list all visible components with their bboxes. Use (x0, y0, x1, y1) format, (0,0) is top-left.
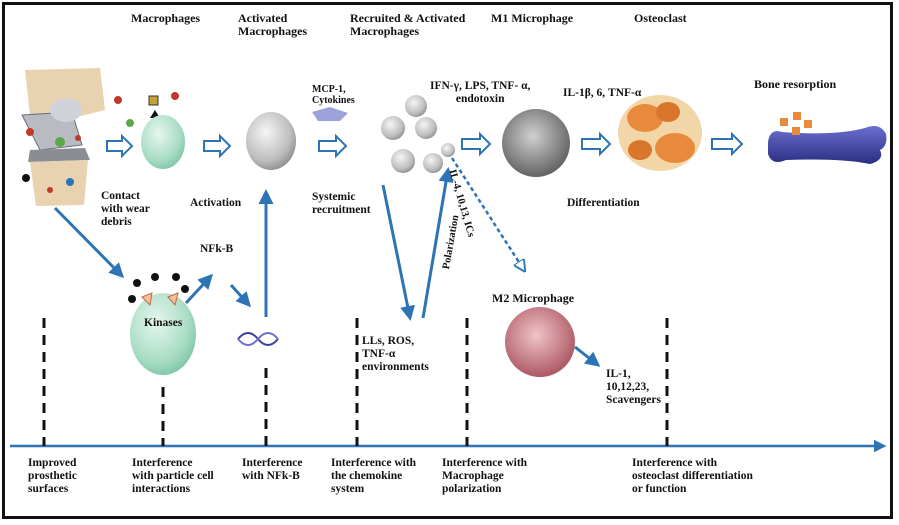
osteoclast-label: Osteoclast (634, 11, 687, 25)
intervention-label-2: Interference with particle cell interact… (132, 457, 214, 495)
diagram-frame (2, 2, 893, 519)
contact-wear-debris-label: Contact with wear debris (101, 190, 150, 228)
process-flow-arrows (106, 131, 744, 159)
systemic-recruitment-label: Systemic recruitment (312, 191, 371, 216)
m2-macrophage-cell (505, 307, 575, 377)
m2-macrophage-label: M2 Microphage (492, 291, 575, 305)
m2-polarization-arrow (450, 157, 524, 270)
differentiation-label: Differentiation (567, 197, 640, 209)
recruited-macrophages-label: Recruited & Activated Macrophages (350, 11, 466, 38)
pathway-arrows (53, 167, 601, 367)
intervention-label-1: Improved prosthetic surfaces (28, 457, 77, 495)
nfkb-label: NFk-B (200, 243, 234, 255)
m1-macrophage-label: M1 Microphage (491, 11, 574, 25)
m1-macrophage-cell (502, 109, 570, 177)
intervention-markers (42, 318, 669, 446)
bone-resorption-label: Bone resorption (754, 77, 837, 91)
knee-prosthesis-illustration (21, 68, 105, 206)
dna-strand-icon (237, 332, 279, 346)
activated-macrophage-cell (246, 112, 296, 170)
osteoclast-cluster (618, 95, 702, 171)
il1b-label: IL-1β, 6, TNF-α (563, 87, 642, 99)
wear-debris-particles (22, 92, 179, 193)
mcp-cytokines-label: MCP-1, Cytokines (312, 84, 355, 106)
macrophage-cell (141, 115, 185, 169)
ifn-lps-label: IFN-γ, LPS, TNF- α, endotoxin (430, 80, 531, 105)
intervention-label-4: Interference with the chemokine system (331, 457, 417, 495)
activation-label: Activation (190, 197, 242, 209)
activated-macrophages-label: Activated Macrophages (238, 11, 308, 38)
kinases-label: Kinases (144, 317, 183, 329)
bone-illustration (768, 112, 887, 164)
lls-ros-label: LLs, ROS, TNF-α environments (362, 335, 429, 373)
intervention-label-5: Interference with Macrophage polarizatio… (442, 457, 528, 495)
intervention-label-6: Interference with osteoclast differentia… (632, 457, 753, 495)
intervention-label-3: Interference with NFk-B (242, 457, 303, 482)
kinase-cell (130, 293, 196, 375)
macrophages-label: Macrophages (131, 11, 201, 25)
mcp-cytokine-molecule (312, 107, 348, 121)
kinase-particles (128, 273, 189, 307)
recruited-macrophage-cluster (381, 95, 455, 173)
il1-scavengers-label: IL-1, 10,12,23, Scavengers (606, 368, 661, 406)
